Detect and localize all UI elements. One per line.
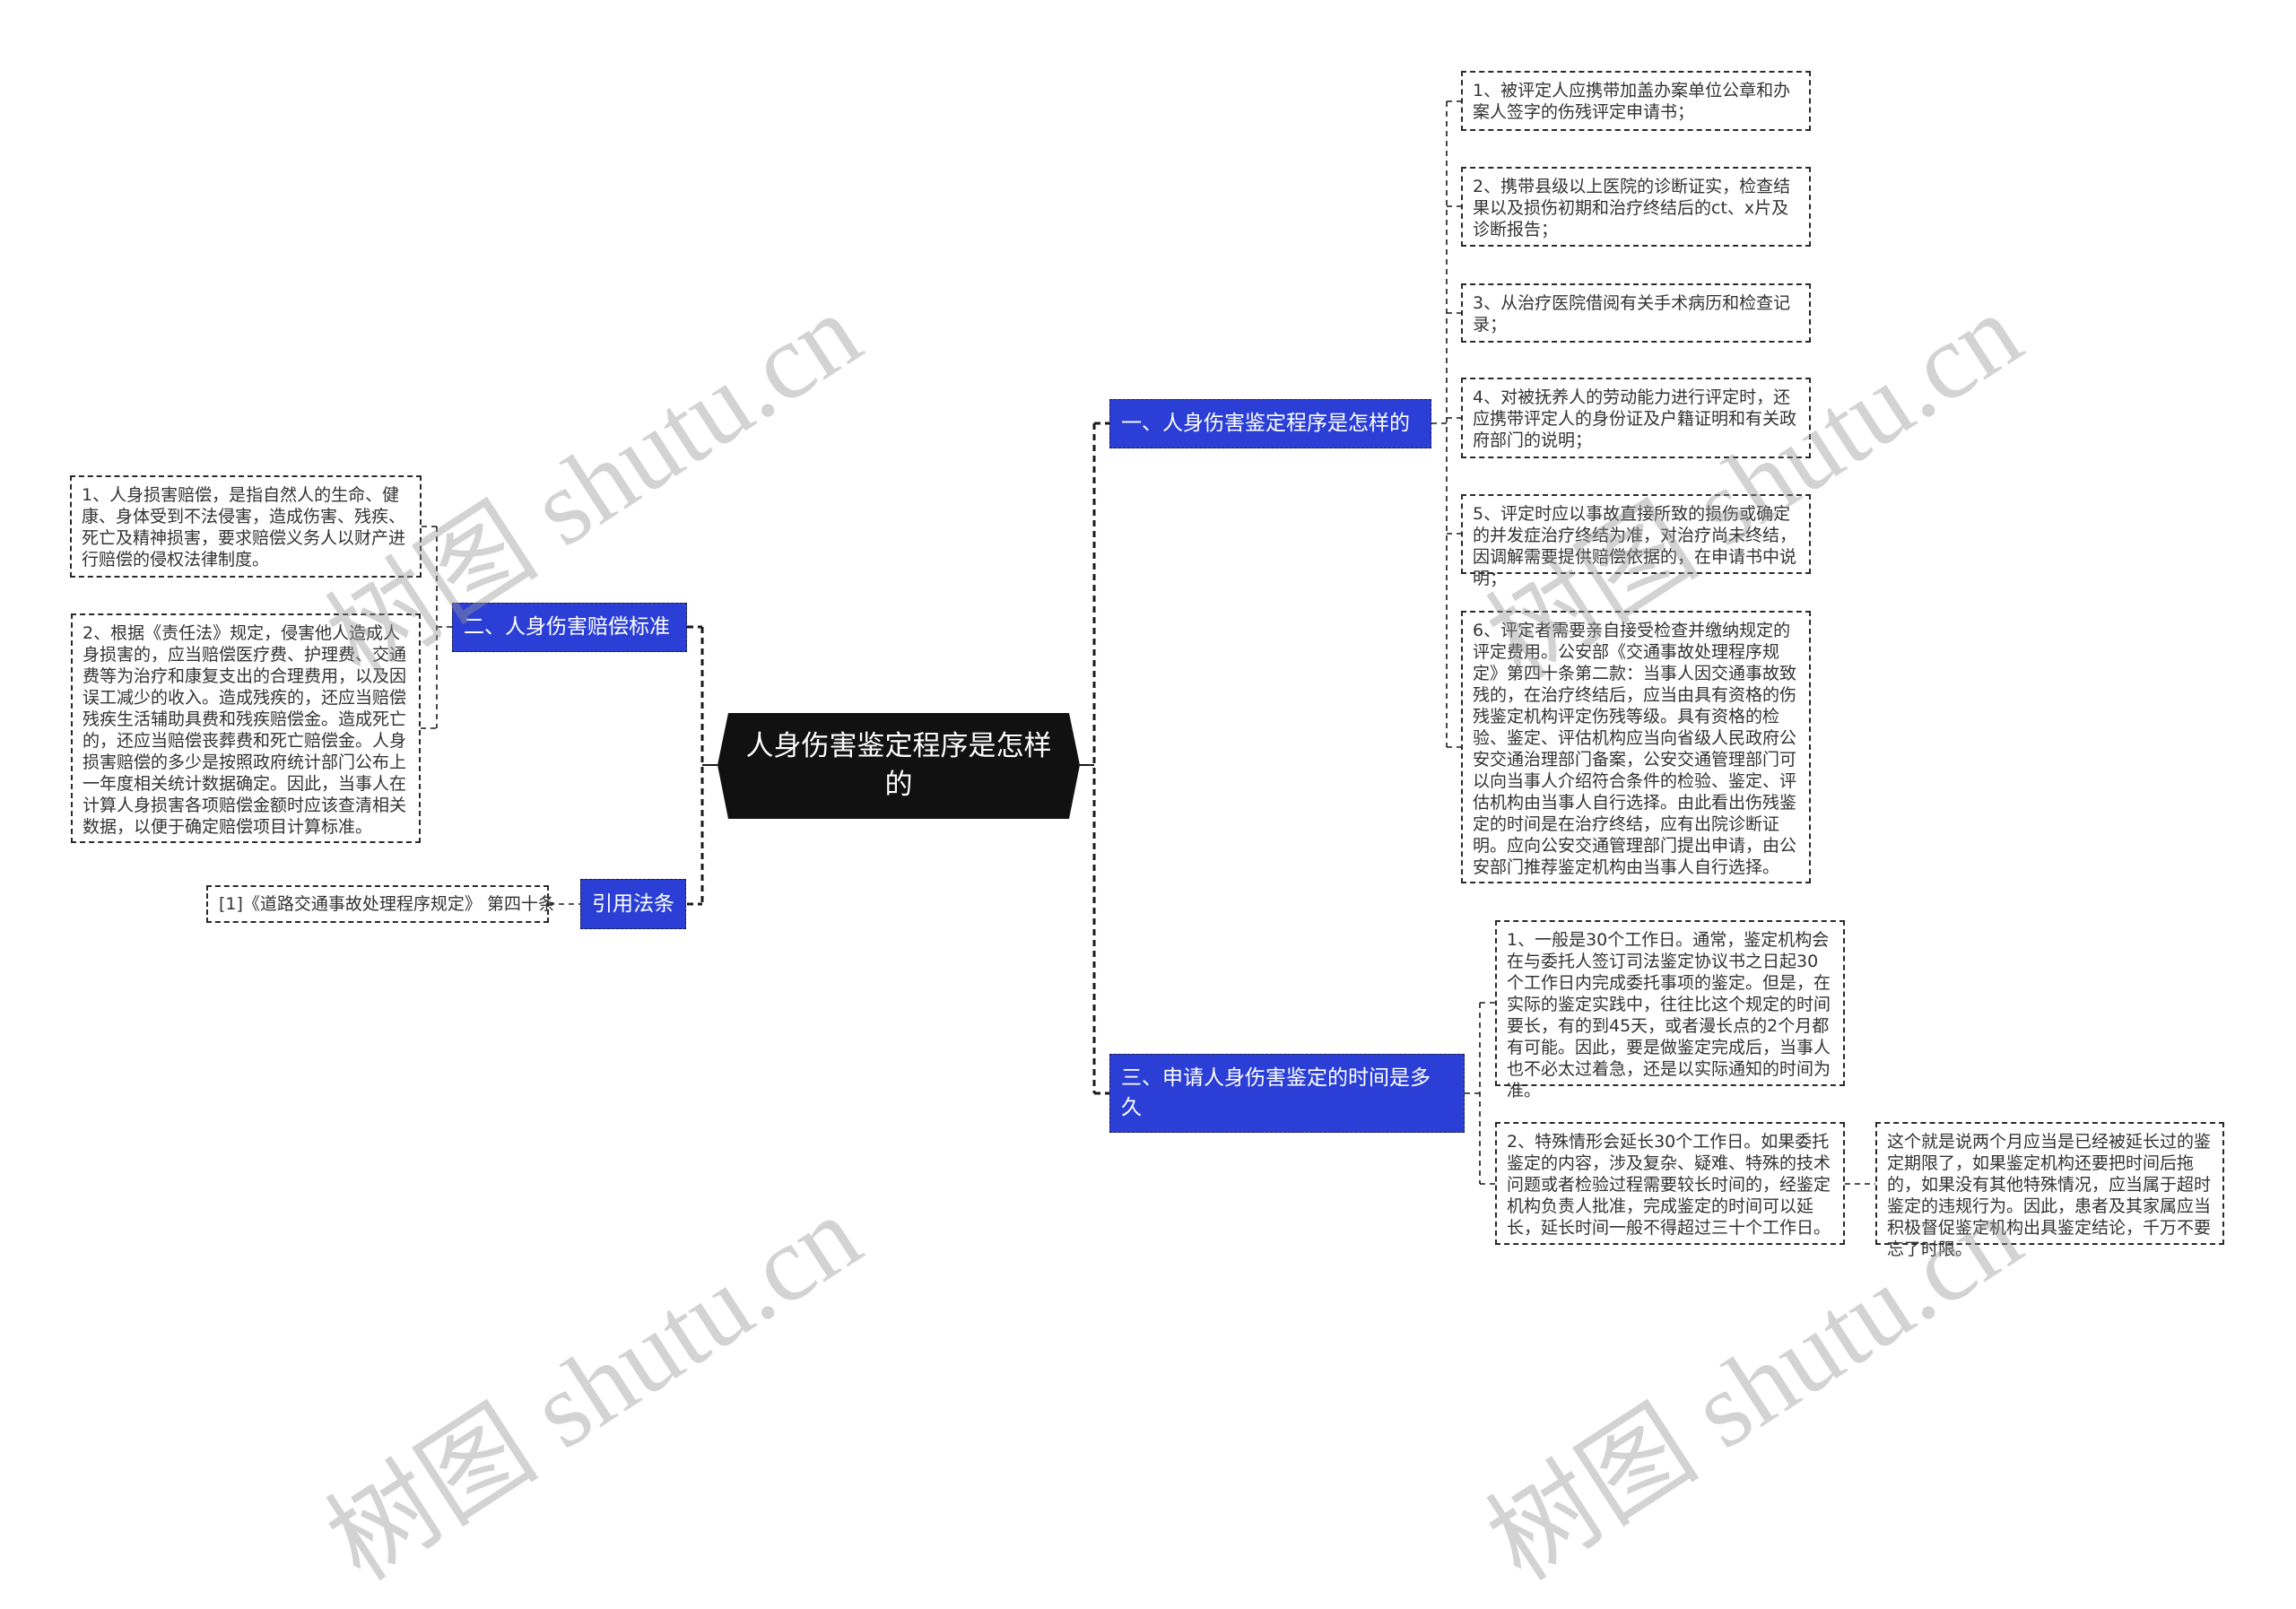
leaf-topic-text: 2、携带县级以上医院的诊断证实，检查结果以及损伤初期和治疗终结后的ct、x片及诊… (1473, 177, 1791, 239)
leaf-topic[interactable]: 6、评定者需要亲自接受检查并缴纳规定的评定费用。公安部《交通事故处理程序规定》第… (1461, 611, 1811, 883)
leaf-topic-text: 1、人身损害赔偿，是指自然人的生命、健康、身体受到不法侵害，造成伤害、残疾、死亡… (82, 485, 406, 570)
mindmap-canvas: 人身伤害鉴定程序是怎样的 一、人身伤害鉴定程序是怎样的 1、被评定人应携带加盖办… (70, 71, 2224, 1603)
connector-layer (421, 100, 1875, 1185)
leaf-topic[interactable]: 2、携带县级以上医院的诊断证实，检查结果以及损伤初期和治疗终结后的ct、x片及诊… (1461, 167, 1811, 247)
branch-topic-duration[interactable]: 三、申请人身伤害鉴定的时间是多久 (1109, 1054, 1465, 1133)
reference-topic[interactable]: [1]《道路交通事故处理程序规定》 第四十条 (206, 885, 555, 923)
leaf-topic[interactable]: 2、特殊情形会延长30个工作日。如果委托鉴定的内容，涉及复杂、疑难、特殊的技术问… (1495, 1122, 1845, 1245)
branch-topic-label: 三、申请人身伤害鉴定的时间是多久 (1121, 1066, 1431, 1119)
leaf-topic[interactable]: 4、对被抚养人的劳动能力进行评定时，还应携带评定人的身份证及户籍证明和有关政府部… (1461, 378, 1811, 458)
leaf-topic-text: 1、被评定人应携带加盖办案单位公章和办案人签字的伤残评定申请书； (1473, 81, 1791, 122)
leaf-topic-text: 2、特殊情形会延长30个工作日。如果委托鉴定的内容，涉及复杂、疑难、特殊的技术问… (1507, 1132, 1831, 1238)
leaf-topic[interactable]: 2、根据《责任法》规定，侵害他人造成人身损害的，应当赔偿医疗费、护理费、交通费等… (71, 613, 421, 843)
leaf-topic-text: 4、对被抚养人的劳动能力进行评定时，还应携带评定人的身份证及户籍证明和有关政府部… (1473, 387, 1797, 450)
reference-text: [1]《道路交通事故处理程序规定》 第四十条 (219, 894, 555, 914)
root-topic[interactable]: 人身伤害鉴定程序是怎样的 (718, 713, 1080, 819)
leaf-topic[interactable]: 3、从治疗医院借阅有关手术病历和检查记录； (1461, 283, 1811, 343)
leaf-topic-text: 1、一般是30个工作日。通常，鉴定机构会在与委托人签订司法鉴定协议书之日起30个… (1507, 930, 1831, 1100)
leaf-topic[interactable]: 1、一般是30个工作日。通常，鉴定机构会在与委托人签订司法鉴定协议书之日起30个… (1495, 920, 1845, 1100)
leaf-topic-text: 2、根据《责任法》规定，侵害他人造成人身损害的，应当赔偿医疗费、护理费、交通费等… (83, 623, 407, 837)
branch-topic-procedure[interactable]: 一、人身伤害鉴定程序是怎样的 (1109, 399, 1431, 448)
branch-topic-references[interactable]: 引用法条 (580, 879, 686, 929)
branch-topic-compensation[interactable]: 二、人身伤害赔偿标准 (452, 603, 687, 652)
leaf-topic-text: 6、评定者需要亲自接受检查并缴纳规定的评定费用。公安部《交通事故处理程序规定》第… (1473, 621, 1797, 877)
leaf-topic-text: 5、评定时应以事故直接所致的损伤或确定的并发症治疗终结为准，对治疗尚未终结，因调… (1473, 504, 1797, 588)
leaf-topic-text: 这个就是说两个月应当是已经被延长过的鉴定期限了，如果鉴定机构还要把时间后拖的，如… (1887, 1132, 2212, 1259)
leaf-topic[interactable]: 1、人身损害赔偿，是指自然人的生命、健康、身体受到不法侵害，造成伤害、残疾、死亡… (70, 475, 422, 578)
leaf-topic[interactable]: 1、被评定人应携带加盖办案单位公章和办案人签字的伤残评定申请书； (1461, 71, 1811, 131)
leaf-topic-text: 3、从治疗医院借阅有关手术病历和检查记录； (1473, 293, 1791, 335)
branch-topic-label: 二、人身伤害赔偿标准 (464, 615, 670, 639)
sub-leaf-topic[interactable]: 这个就是说两个月应当是已经被延长过的鉴定期限了，如果鉴定机构还要把时间后拖的，如… (1875, 1122, 2224, 1259)
branch-topic-label: 一、人身伤害鉴定程序是怎样的 (1121, 412, 1410, 435)
branch-topic-label: 引用法条 (592, 891, 674, 916)
leaf-topic[interactable]: 5、评定时应以事故直接所致的损伤或确定的并发症治疗终结为准，对治疗尚未终结，因调… (1461, 494, 1811, 588)
root-topic-label: 人身伤害鉴定程序是怎样的 (745, 730, 1052, 801)
